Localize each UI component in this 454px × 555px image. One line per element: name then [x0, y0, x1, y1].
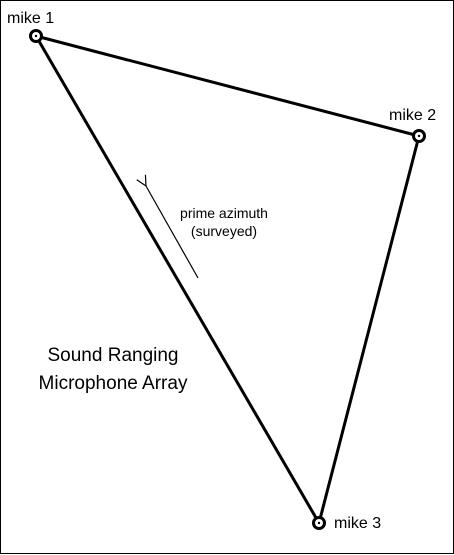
array-caption: Sound Ranging Microphone Array — [23, 342, 203, 398]
mike-3-label: mike 3 — [334, 515, 382, 532]
prime-azimuth-note: prime azimuth (surveyed) — [167, 204, 281, 240]
prime-azimuth-note-line1: prime azimuth — [180, 205, 268, 221]
mike-2-node — [412, 129, 426, 143]
edge-mike2-mike3 — [317, 135, 421, 524]
array-caption-line1: Sound Ranging — [47, 345, 179, 366]
array-caption-line2: Microphone Array — [38, 373, 188, 394]
mike-1-node — [29, 29, 43, 43]
prime-azimuth-note-line2: (surveyed) — [190, 223, 258, 239]
edge-mike1-mike2 — [35, 34, 420, 138]
edge-mike3-mike1 — [34, 35, 321, 524]
mike-2-label: mike 2 — [389, 107, 437, 124]
mike-1-label: mike 1 — [7, 10, 55, 27]
prime-azimuth-arrow — [146, 186, 199, 279]
mike-3-node — [312, 516, 326, 530]
